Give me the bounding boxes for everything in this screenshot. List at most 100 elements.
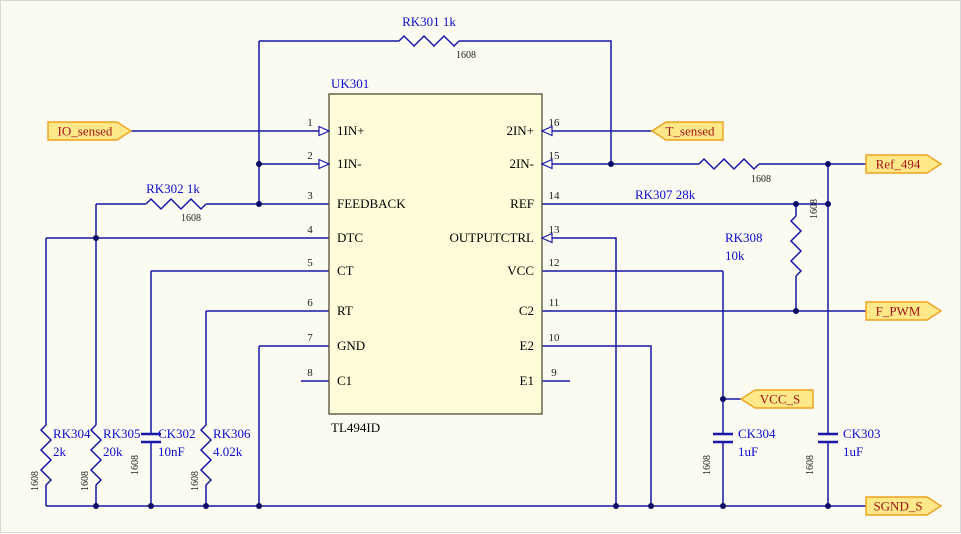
footprint-label: 1608 (30, 471, 41, 491)
resistor-rk301[interactable]: RK301 1k 1608 (398, 14, 476, 61)
wire (542, 237, 617, 506)
pin-number: 15 (549, 150, 561, 162)
junction-dot (256, 503, 262, 509)
port-flag[interactable] (865, 301, 943, 321)
pin-number: 13 (549, 224, 561, 236)
junction-dot (825, 201, 831, 207)
resistor-symbol[interactable] (398, 34, 460, 48)
pin-number: 8 (307, 367, 313, 379)
port-flag[interactable] (650, 121, 724, 141)
ic-body[interactable] (328, 93, 543, 415)
footprint-label: 1608 (702, 455, 713, 475)
junction-dot (793, 201, 799, 207)
port-io-sensed[interactable]: IO_sensed (47, 121, 133, 141)
pin-name: E2 (520, 338, 534, 353)
resistor-rk306[interactable]: RK306 4.02k 1608 (190, 424, 251, 491)
input-arrow-icon (540, 232, 553, 244)
component-label: RK301 1k (402, 14, 456, 29)
ic-uk301[interactable]: UK301 TL494ID 1IN+ 1IN- FEEDBACK DTC CT … (307, 76, 560, 435)
port-vcc-s[interactable]: VCC_S (739, 389, 814, 409)
footprint-label: 1608 (751, 174, 771, 185)
component-refdes: CK302 (158, 426, 196, 441)
resistor-rk307[interactable]: RK307 28k 1608 (635, 157, 771, 202)
junction-dot (613, 503, 619, 509)
junction-dot (256, 201, 262, 207)
pin-name: 1IN+ (337, 123, 365, 138)
component-refdes: RK306 (213, 426, 251, 441)
component-value: 2k (53, 444, 67, 459)
port-flag[interactable] (865, 154, 943, 174)
footprint-label: 1608 (190, 471, 201, 491)
pin-name: 1IN- (337, 156, 362, 171)
pin-name: C2 (519, 303, 534, 318)
pin-number: 12 (549, 257, 560, 269)
resistor-rk308[interactable]: RK308 10k 1608 (725, 199, 820, 277)
junction-dot (256, 161, 262, 167)
port-label: SGND_S (873, 499, 922, 514)
pin-number: 4 (307, 224, 313, 236)
junction-dot (720, 396, 726, 402)
pin-number: 5 (307, 257, 313, 269)
port-label: VCC_S (760, 392, 800, 407)
port-f-pwm[interactable]: F_PWM (865, 301, 943, 321)
junction-dot (648, 503, 654, 509)
component-refdes: RK304 (53, 426, 91, 441)
capacitor-ck302[interactable]: CK302 10nF 1608 (130, 426, 196, 475)
port-label: T_sensed (665, 124, 715, 139)
capacitor-ck303[interactable]: CK303 1uF 1608 (805, 426, 881, 475)
component-value: 1uF (843, 444, 863, 459)
footprint-label: 1608 (130, 455, 141, 475)
port-label: Ref_494 (876, 157, 921, 172)
input-arrow-icon (318, 158, 331, 170)
capacitor-ck304[interactable]: CK304 1uF 1608 (702, 426, 776, 475)
component-refdes: CK303 (843, 426, 881, 441)
resistor-symbol[interactable] (39, 424, 53, 486)
pin-name: E1 (520, 373, 534, 388)
component-value: 10nF (158, 444, 185, 459)
resistor-rk305[interactable]: RK305 20k 1608 (80, 424, 141, 491)
junctions (93, 161, 831, 509)
junction-dot (608, 161, 614, 167)
junction-dot (793, 308, 799, 314)
pin-number: 14 (549, 190, 561, 202)
pin-name: C1 (337, 373, 352, 388)
component-label: RK302 1k (146, 181, 200, 196)
junction-dot (720, 503, 726, 509)
footprint-label: 1608 (181, 213, 201, 224)
pin-number: 2 (307, 150, 313, 162)
input-arrow-icon (318, 125, 331, 137)
junction-dot (203, 503, 209, 509)
port-flag[interactable] (739, 389, 814, 409)
input-arrow-icon (540, 158, 553, 170)
pin-number: 11 (549, 297, 560, 309)
pin-number: 1 (307, 117, 313, 129)
footprint-label: 1608 (809, 199, 820, 219)
port-flag[interactable] (865, 496, 943, 516)
port-t-sensed[interactable]: T_sensed (650, 121, 724, 141)
component-value: 4.02k (213, 444, 243, 459)
pin-name: 2IN+ (506, 123, 534, 138)
resistor-symbol[interactable] (145, 197, 207, 211)
pin-name: GND (337, 338, 365, 353)
resistor-symbol[interactable] (89, 424, 103, 486)
component-refdes: RK308 (725, 230, 763, 245)
footprint-label: 1608 (456, 50, 476, 61)
pin-number: 7 (307, 332, 313, 344)
resistor-rk304[interactable]: RK304 2k 1608 (30, 424, 91, 491)
wire (459, 40, 612, 164)
pin-name: VCC (507, 263, 534, 278)
port-flag[interactable] (47, 121, 133, 141)
resistor-symbol[interactable] (199, 424, 213, 486)
port-sgnd-s[interactable]: SGND_S (865, 496, 943, 516)
port-ref-494[interactable]: Ref_494 (865, 154, 943, 174)
resistor-rk302[interactable]: RK302 1k 1608 (145, 181, 207, 224)
component-value: 20k (103, 444, 123, 459)
resistor-symbol[interactable] (789, 215, 803, 277)
component-refdes: CK304 (738, 426, 776, 441)
resistor-symbol[interactable] (698, 157, 760, 171)
component-label: RK307 28k (635, 187, 696, 202)
wire (542, 345, 652, 506)
input-arrow-icon (540, 125, 553, 137)
